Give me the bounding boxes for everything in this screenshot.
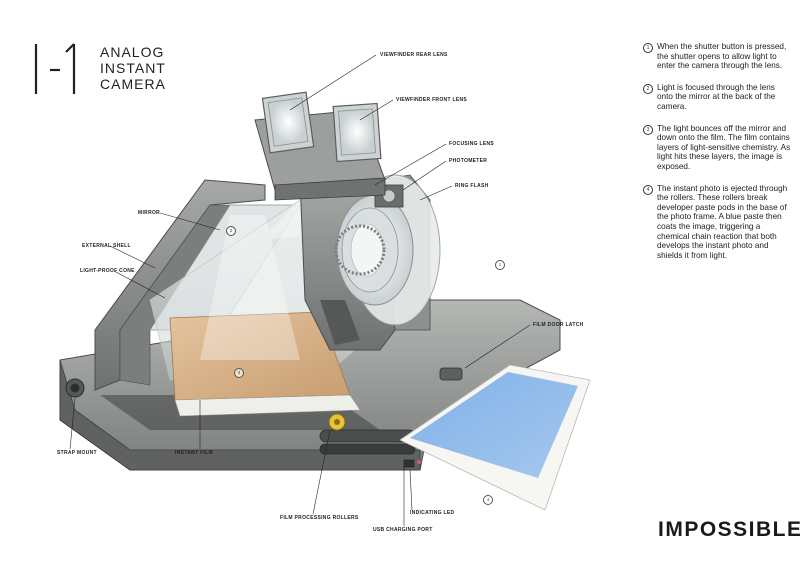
- external-shell-graphic: [94, 179, 266, 391]
- step-text: Light is focused through the lens onto t…: [657, 82, 776, 111]
- callout-1: 1: [495, 260, 505, 270]
- instant-film-graphic: [169, 311, 361, 417]
- label-light-proof-cone: LIGHT-PROOF CONE: [80, 268, 135, 274]
- label-ring-flash: RING FLASH: [455, 183, 489, 189]
- callout-4: 4: [483, 495, 493, 505]
- led-usb-graphic: [403, 459, 421, 468]
- label-film-door-latch: FILM DOOR LATCH: [533, 322, 584, 328]
- label-usb-charging-port: USB CHARGING PORT: [373, 527, 433, 533]
- label-film-processing-rollers: FILM PROCESSING ROLLERS: [280, 515, 359, 521]
- label-mirror: MIRROR: [138, 210, 161, 216]
- step-3: 3 The light bounces off the mirror and d…: [643, 124, 791, 172]
- lens-assembly-graphic: [334, 174, 441, 326]
- label-focusing-lens: FOCUSING LENS: [449, 141, 495, 147]
- label-instant-film: INSTANT FILM: [175, 450, 213, 456]
- leader-lines: [69, 54, 531, 526]
- impossible-logo: IMPOSSIBLE: [658, 518, 800, 541]
- step-number: 2: [643, 83, 653, 94]
- ejected-photo-graphic: [399, 364, 591, 511]
- callout-3: 3: [234, 368, 244, 378]
- title-line-1: ANALOG: [100, 44, 165, 60]
- label-strap-mount: STRAP MOUNT: [57, 450, 97, 456]
- label-external-shell: EXTERNAL SHELL: [82, 243, 131, 249]
- label-photometer: PHOTOMETER: [449, 158, 488, 164]
- step-number: 3: [643, 124, 653, 135]
- step-number: 4: [643, 184, 653, 195]
- step-text: The instant photo is ejected through the…: [657, 183, 788, 260]
- step-1: 1 When the shutter button is pressed, th…: [643, 42, 791, 71]
- step-4: 4 The instant photo is ejected through t…: [643, 184, 791, 261]
- label-indicating-led: INDICATING LED: [410, 510, 455, 516]
- title-line-3: CAMERA: [100, 76, 166, 92]
- step-text: The light bounces off the mirror and dow…: [657, 123, 791, 171]
- model-mark: [30, 40, 90, 100]
- film-processing-rollers-graphic: [319, 413, 416, 455]
- step-2: 2 Light is focused through the lens onto…: [643, 83, 791, 112]
- model-mark-graphic: [34, 43, 76, 94]
- label-viewfinder-rear-lens: VIEWFINDER REAR LENS: [380, 52, 448, 58]
- title-line-2: INSTANT: [100, 60, 166, 76]
- step-number: 1: [643, 43, 653, 53]
- viewfinder-graphic: [254, 91, 386, 201]
- strap-mount-graphic: [65, 378, 85, 398]
- steps-list: 1 When the shutter button is pressed, th…: [643, 42, 791, 272]
- callout-2: 2: [226, 226, 236, 236]
- film-door-latch-graphic: [439, 367, 463, 381]
- label-viewfinder-front-lens: VIEWFINDER FRONT LENS: [396, 97, 468, 103]
- step-text: When the shutter button is pressed, the …: [657, 42, 787, 71]
